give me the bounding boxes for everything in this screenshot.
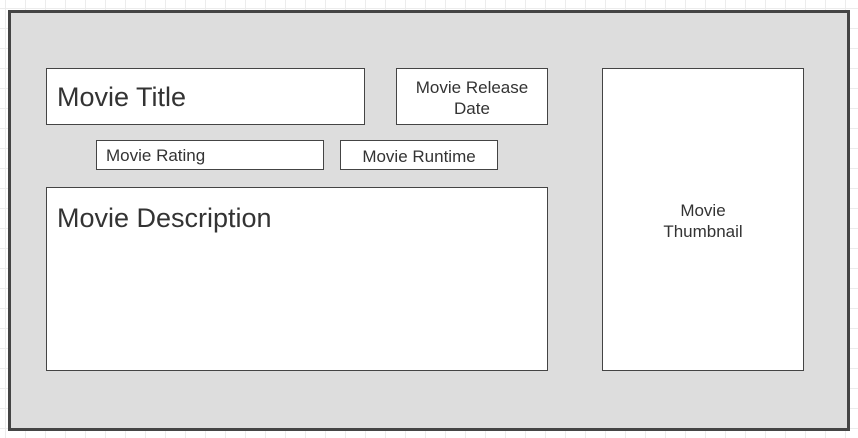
- movie-thumbnail-label: Movie Thumbnail: [663, 201, 743, 241]
- movie-rating-box: Movie Rating: [96, 140, 324, 170]
- movie-title-box: Movie Title: [46, 68, 365, 125]
- movie-rating-label: Movie Rating: [106, 146, 206, 165]
- movie-description-label: Movie Description: [57, 203, 272, 233]
- movie-release-date-label: Movie Release Date: [415, 78, 529, 118]
- movie-title-label: Movie Title: [57, 82, 187, 112]
- movie-release-date-box: Movie Release Date: [396, 68, 548, 125]
- movie-runtime-box: Movie Runtime: [340, 140, 498, 170]
- movie-description-box: Movie Description: [46, 187, 548, 371]
- movie-runtime-label: Movie Runtime: [362, 147, 476, 166]
- movie-thumbnail-box: Movie Thumbnail: [602, 68, 804, 371]
